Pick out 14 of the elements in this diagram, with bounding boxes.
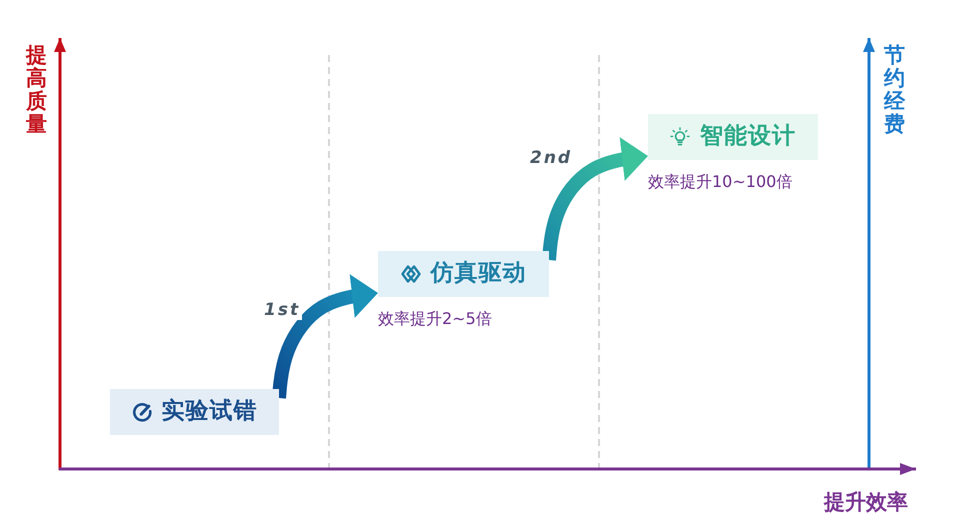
- stage-box: [648, 114, 818, 160]
- stage-box: [110, 389, 279, 435]
- stage-box: [378, 251, 549, 297]
- stage-title: 仿真驱动: [430, 260, 526, 288]
- curved-arrow: [542, 137, 649, 261]
- curved-arrow: [272, 274, 379, 399]
- axis-label: 节约经费: [884, 44, 905, 136]
- axis-label: 提升效率: [824, 491, 908, 514]
- efficiency-note: 效率提升10~100倍: [648, 172, 792, 192]
- edge-label: 1st: [262, 300, 302, 320]
- stage-title: 智能设计: [700, 123, 796, 151]
- stage-title: 实验试错: [162, 398, 258, 426]
- axis-label: 提高质量: [26, 44, 47, 136]
- efficiency-note: 效率提升2~5倍: [378, 309, 492, 328]
